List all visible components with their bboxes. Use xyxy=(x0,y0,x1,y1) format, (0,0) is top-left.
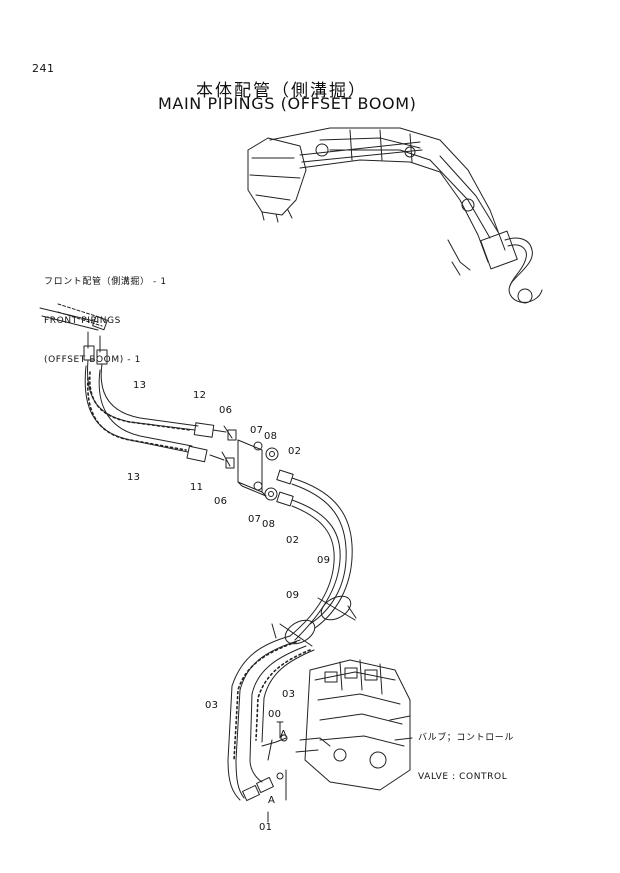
title-japanese: 本体配管（側溝掘） xyxy=(196,81,367,101)
callout-09-left: 09 xyxy=(286,590,300,601)
valve-ref-en: VALVE : CONTROL xyxy=(418,772,508,782)
callout-a-upper: A xyxy=(280,729,288,740)
callout-07-upper: 07 xyxy=(250,425,264,436)
pipe-02-pair xyxy=(289,477,353,641)
callout-12: 12 xyxy=(193,390,207,401)
title-english: MAIN PIPINGS (OFFSET BOOM) xyxy=(158,94,417,113)
offset-boom-illustration xyxy=(247,127,543,304)
spiral-guard-lower xyxy=(233,641,311,761)
front-ref-line3: (OFFSET BOOM) - 1 xyxy=(44,355,141,365)
hose-03-pair xyxy=(227,635,315,801)
callout-00: 00 xyxy=(268,709,282,720)
control-valve-illustration xyxy=(295,659,413,791)
callout-a-lower: A xyxy=(268,795,276,806)
valve-ref-jp: バルブ；コントロール xyxy=(418,733,515,743)
spiral-guard xyxy=(86,371,191,451)
hose-13-pair xyxy=(84,359,199,453)
callout-08-lower: 08 xyxy=(262,519,276,530)
fitting-group xyxy=(186,422,294,507)
callout-03-right: 03 xyxy=(282,689,296,700)
callout-03-left: 03 xyxy=(205,700,219,711)
front-ref-line1: フロント配管（側溝掘） - 1 xyxy=(44,277,167,287)
page-number: 241 xyxy=(32,62,55,75)
callout-11: 11 xyxy=(190,482,204,493)
callout-08-upper: 08 xyxy=(264,431,278,442)
callout-01: 01 xyxy=(259,822,273,833)
control-valve-reference: バルブ；コントロール VALVE : CONTROL xyxy=(418,706,514,797)
callout-02-upper: 02 xyxy=(288,446,302,457)
front-pipe-ends xyxy=(39,303,108,365)
callout-06-lower: 06 xyxy=(214,496,228,507)
callout-06-upper: 06 xyxy=(219,405,233,416)
callout-02-lower: 02 xyxy=(286,535,300,546)
callout-13-upper: 13 xyxy=(133,380,147,391)
callout-07-lower: 07 xyxy=(248,514,262,525)
lower-fittings xyxy=(242,721,288,823)
callout-13-lower: 13 xyxy=(127,472,141,483)
callout-09-right: 09 xyxy=(317,555,331,566)
clamp-09 xyxy=(271,595,357,647)
